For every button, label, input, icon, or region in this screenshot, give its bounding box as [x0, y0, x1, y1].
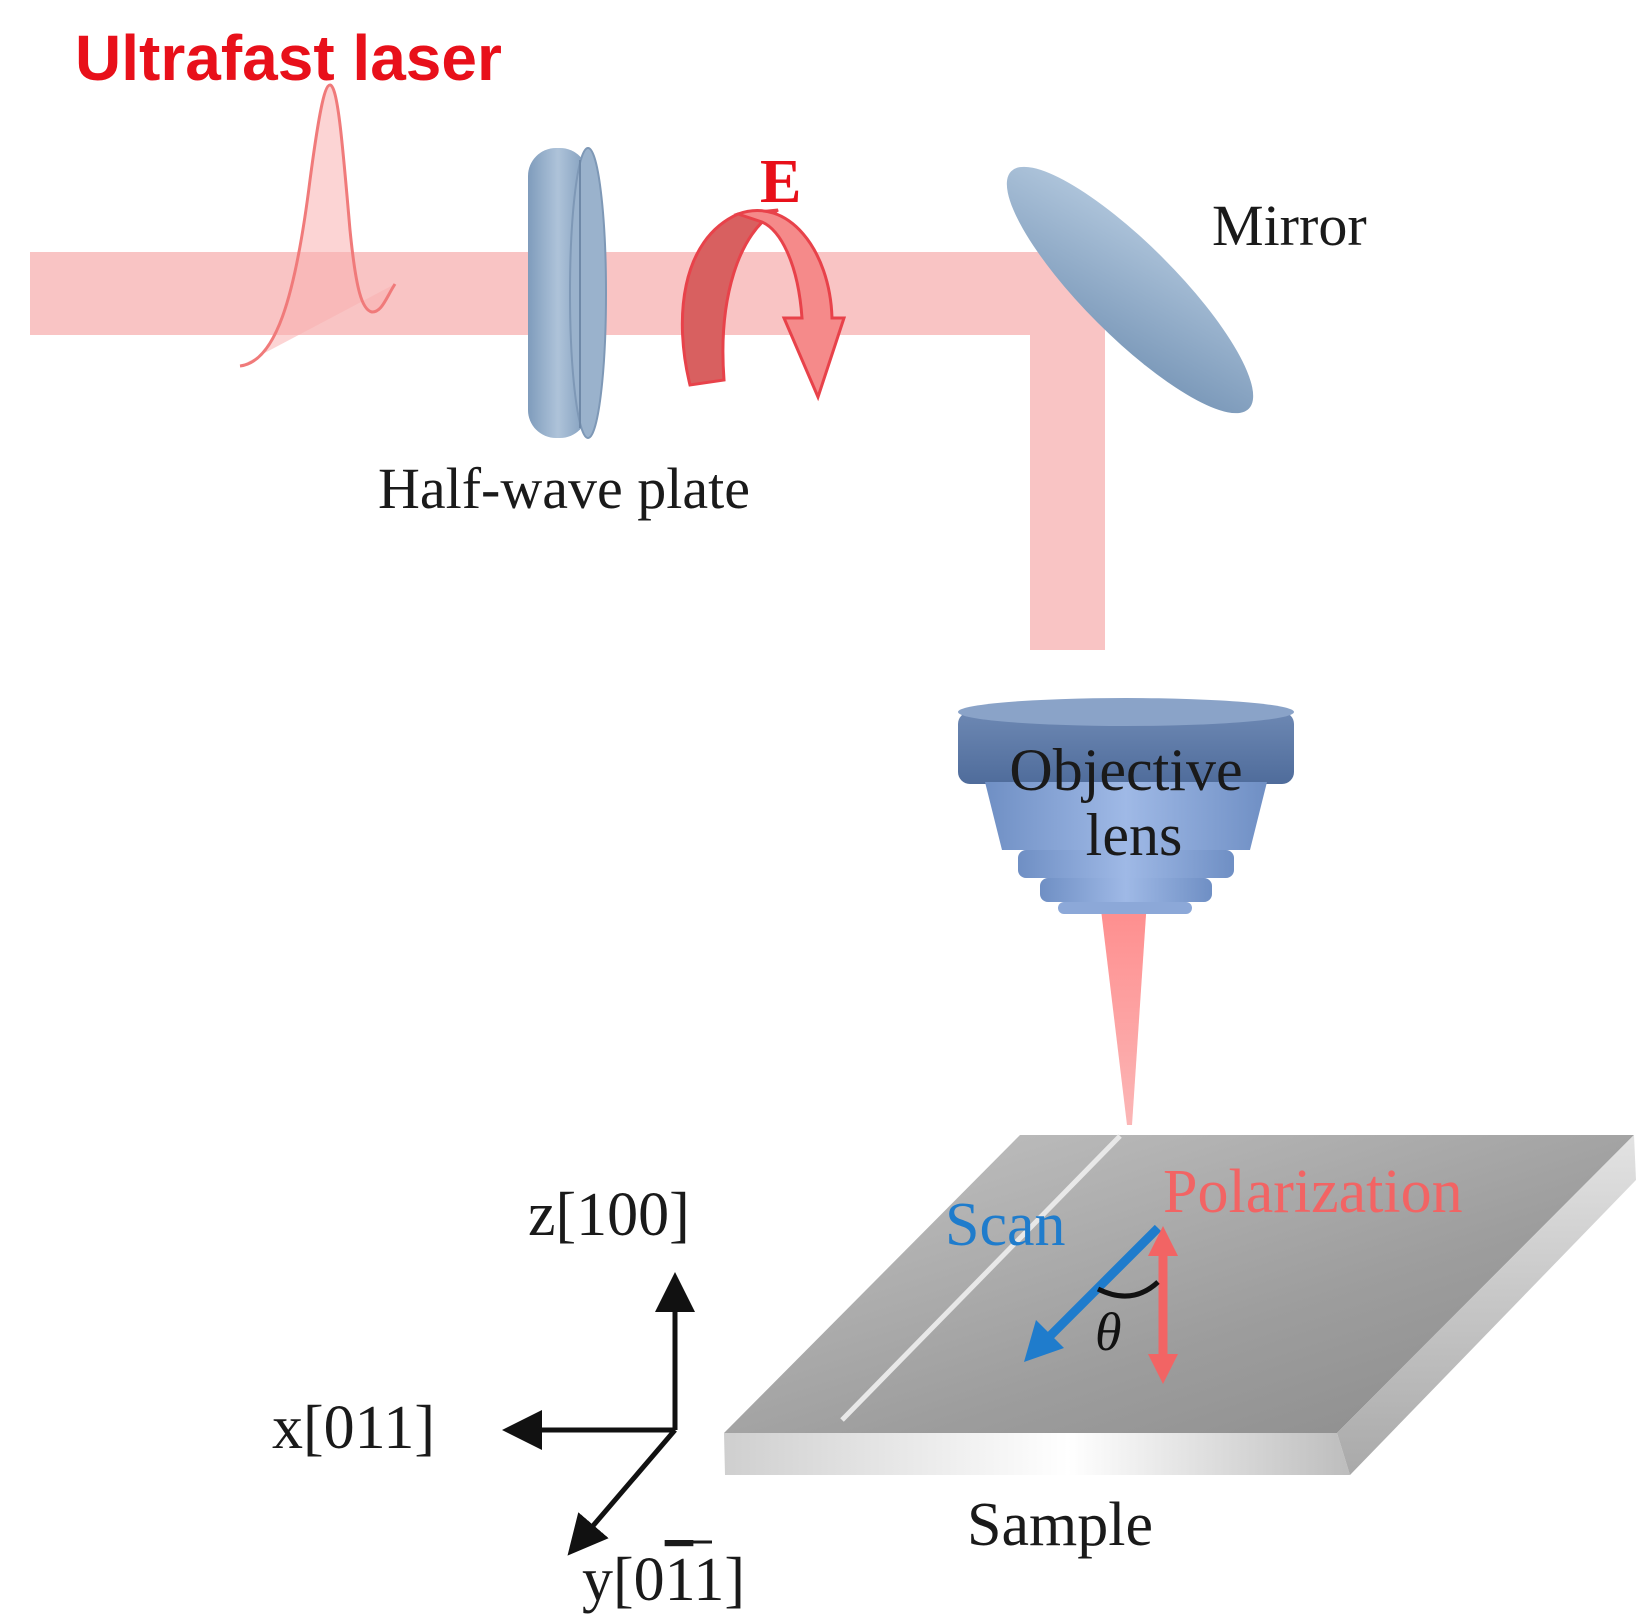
- angle-arc-icon: [1096, 1280, 1160, 1299]
- objective-label-line1: Objective: [1009, 737, 1242, 803]
- e-field-label: E: [760, 148, 801, 216]
- angle-label: θ: [1095, 1302, 1122, 1362]
- e-field-rotation-arrow-icon: [680, 208, 847, 402]
- laser-scan-track: [840, 1134, 1122, 1422]
- axis-y-bar-digit: 1: [665, 1546, 694, 1614]
- coordinate-axes: [502, 1272, 695, 1556]
- mirror-label: Mirror: [1212, 193, 1367, 258]
- axis-y-label: y[011]: [582, 1546, 745, 1614]
- waveplate-label: Half-wave plate: [378, 456, 750, 521]
- axis-x-label: x[011]: [272, 1394, 435, 1462]
- polarization-label: Polarization: [1163, 1158, 1463, 1226]
- focused-beam: [1098, 885, 1148, 1125]
- sample: [724, 1134, 1636, 1475]
- mirror: [1006, 166, 1254, 414]
- axis-y-suffix: 1]: [693, 1546, 745, 1614]
- objective-label-line2: lens: [1086, 802, 1183, 868]
- objective-lens: [958, 698, 1294, 914]
- axis-y-prefix: y[0: [582, 1546, 665, 1614]
- half-wave-plate: [528, 147, 607, 439]
- scan-label: Scan: [945, 1191, 1066, 1259]
- scan-arrow-icon: [1024, 1224, 1162, 1362]
- sample-label: Sample: [967, 1491, 1153, 1559]
- laser-title: Ultrafast laser: [75, 22, 502, 94]
- laser-pulse-icon: [239, 83, 397, 368]
- polarization-arrow-icon: [1148, 1226, 1178, 1384]
- axis-z-label: z[100]: [528, 1181, 690, 1249]
